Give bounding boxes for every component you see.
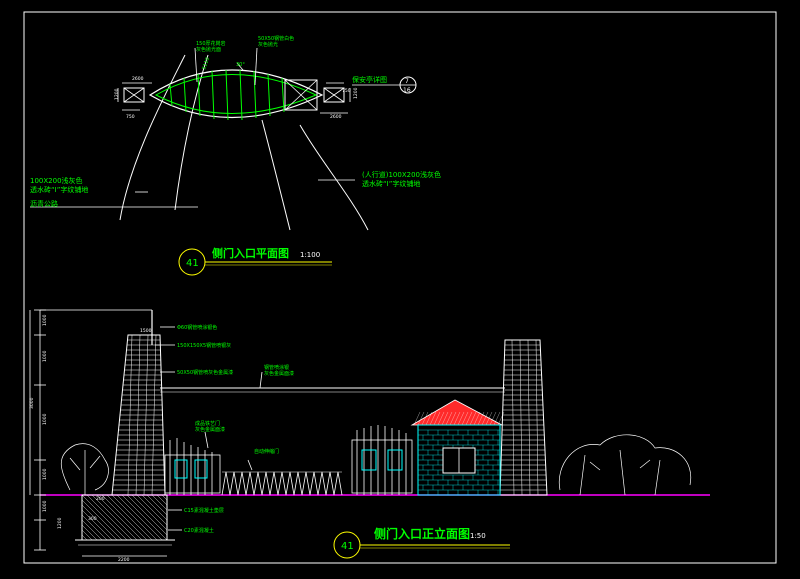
plan-note-gate-2: 灰色抛光 (258, 41, 278, 48)
elevation-scale: 1:50 (470, 532, 486, 540)
elev-dim-f-width: 2200 (118, 557, 130, 563)
plan-dim-left-side: 1200 (114, 88, 120, 100)
road-curve-right-2 (299, 124, 369, 231)
right-iron-gate (351, 425, 413, 495)
elev-dim-v3: 1000 (42, 413, 48, 425)
plan-note-paving-2: 灰色抛光面 (196, 46, 221, 53)
plan-ref-num-bottom: 16 (403, 87, 411, 94)
elev-note-span-1: 钢管喷涂银 (264, 364, 289, 371)
elev-note-cap: Φ60钢管喷涂银色 (177, 324, 217, 331)
road-curve-right-1 (261, 119, 291, 231)
elev-dim-f-left: 200 (96, 496, 105, 502)
plan-note-left-3: 沥青公路 (30, 199, 58, 208)
elev-note-beam-2: 50X50钢管喷灰色金属漆 (177, 369, 233, 376)
plan-note-left-2: 透水砖“I”字纹铺地 (30, 185, 88, 194)
plan-note-left-1: 100X200浅灰色 (30, 176, 83, 185)
road-curve-left-1 (119, 54, 186, 221)
foundation-hatch (81, 494, 168, 541)
plan-note-paving-1: 150厚花岗岩 (196, 40, 226, 47)
elev-dim-v4: 1000 (42, 468, 48, 480)
plan-number: 41 (186, 258, 199, 269)
plan-dim-left-bot: 750 (126, 114, 135, 120)
guardhouse-roof-pattern (413, 411, 505, 426)
elev-dim-total: 3000 (29, 397, 35, 409)
elevation-leaders (155, 326, 263, 531)
plan-dim-angle: 30° (236, 62, 245, 68)
elevation-number: 41 (341, 541, 354, 552)
plan-leaders (30, 47, 400, 208)
plan-scale: 1:100 (300, 251, 320, 259)
plan-dim-right-side: 1200 (353, 87, 359, 99)
right-pillar-hatch (500, 339, 547, 496)
elev-note-foundation-1: C15素混凝土垫层 (184, 507, 224, 514)
plan-note-right-2: 透水砖“I”字纹铺地 (362, 179, 420, 188)
gate-lens-inner (154, 74, 318, 114)
left-gate-panel (174, 459, 188, 479)
elevation-vertical-dims (29, 309, 152, 551)
elev-note-span-2: 灰色金属面漆 (264, 370, 294, 377)
elev-dim-f-mid: 300 (88, 516, 97, 522)
pillar-left-plan (123, 87, 145, 103)
guardhouse-roof (410, 399, 503, 426)
pillar-right-plan (323, 87, 345, 103)
plan-dim-center: 5110 (201, 57, 211, 71)
tree-right (558, 434, 692, 496)
elev-note-gate-1: 成品铁艺门 (195, 420, 220, 427)
elev-dim-h-top: 1500 (140, 328, 152, 334)
plan-dim-right-bot: 2600 (330, 114, 342, 120)
elev-note-beam-1: 150X150X5钢管喷银灰 (177, 342, 231, 349)
gate-slats (169, 69, 285, 121)
plan-ref-num-top: 7 (405, 78, 409, 85)
elevation-view (29, 309, 710, 559)
plan-dim-right-top: 750 (342, 88, 351, 94)
plan-note-guardroom: 保安亭详图 (352, 75, 387, 84)
guardhouse-brick (417, 429, 500, 495)
right-pillar (499, 339, 548, 496)
tree-left (60, 443, 109, 495)
elev-note-auto-gate: 自动伸缩门 (254, 448, 279, 455)
left-iron-gate (164, 438, 221, 495)
elev-dim-v5: 1000 (42, 500, 48, 512)
drawing-frame (23, 11, 777, 564)
guardroom-plan (284, 79, 318, 111)
elevation-title: 侧门入口正立面图 (374, 526, 470, 541)
right-gate-panel (361, 449, 377, 471)
plan-dim-left-top: 2600 (132, 76, 144, 82)
plan-note-gate-1: 50X50钢管白色 (258, 35, 294, 42)
plan-view (30, 47, 417, 276)
elev-dim-v2: 1000 (42, 350, 48, 362)
road-curve-left-2 (174, 54, 209, 211)
elev-dim-f-depth: 1200 (57, 517, 63, 529)
plan-dimension-lines (117, 82, 351, 114)
elev-note-foundation-2: C20素混凝土 (184, 527, 214, 534)
elev-dim-v1: 1000 (42, 314, 48, 326)
left-pillar-hatch (112, 334, 165, 496)
plan-title: 侧门入口平面图 (212, 246, 289, 260)
elev-note-gate-2: 灰色金属面漆 (195, 426, 225, 433)
auto-retractable-gate (221, 471, 343, 496)
plan-note-right-1: (人行道)100X200浅灰色 (362, 170, 441, 179)
